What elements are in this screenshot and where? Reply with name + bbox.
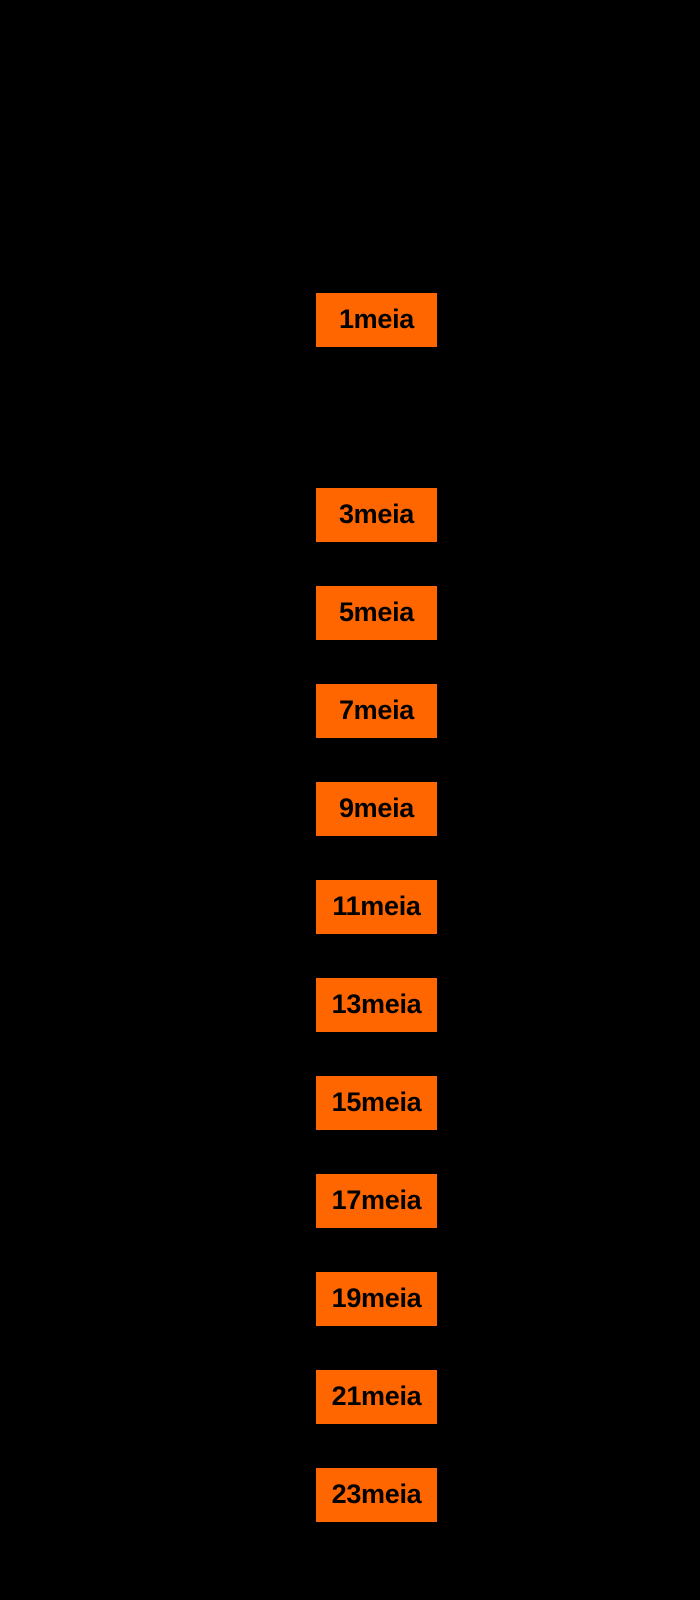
node-box-13[interactable]: 13meia	[316, 978, 437, 1032]
node-box-17[interactable]: 17meia	[316, 1174, 437, 1228]
node-box-21[interactable]: 21meia	[316, 1370, 437, 1424]
node-box-5[interactable]: 5meia	[316, 586, 437, 640]
node-box-7[interactable]: 7meia	[316, 684, 437, 738]
node-label: 21meia	[331, 1380, 422, 1411]
node-label: 7meia	[338, 694, 415, 725]
node-box-9[interactable]: 9meia	[316, 782, 437, 836]
node-label: 11meia	[332, 890, 421, 921]
node-label: 1meia	[338, 303, 415, 334]
node-label: 13meia	[331, 988, 422, 1019]
node-label: 17meia	[331, 1184, 422, 1215]
node-box-3[interactable]: 3meia	[316, 488, 437, 542]
node-label: 3meia	[338, 498, 415, 529]
node-box-23[interactable]: 23meia	[316, 1468, 437, 1522]
node-label: 19meia	[331, 1282, 422, 1313]
node-box-15[interactable]: 15meia	[316, 1076, 437, 1130]
node-label: 9meia	[338, 792, 415, 823]
node-box-19[interactable]: 19meia	[316, 1272, 437, 1326]
node-box-11[interactable]: 11meia	[316, 880, 437, 934]
node-box-1[interactable]: 1meia	[316, 293, 437, 347]
node-label: 23meia	[331, 1478, 422, 1509]
node-label: 15meia	[331, 1086, 422, 1117]
node-label: 5meia	[338, 596, 415, 627]
